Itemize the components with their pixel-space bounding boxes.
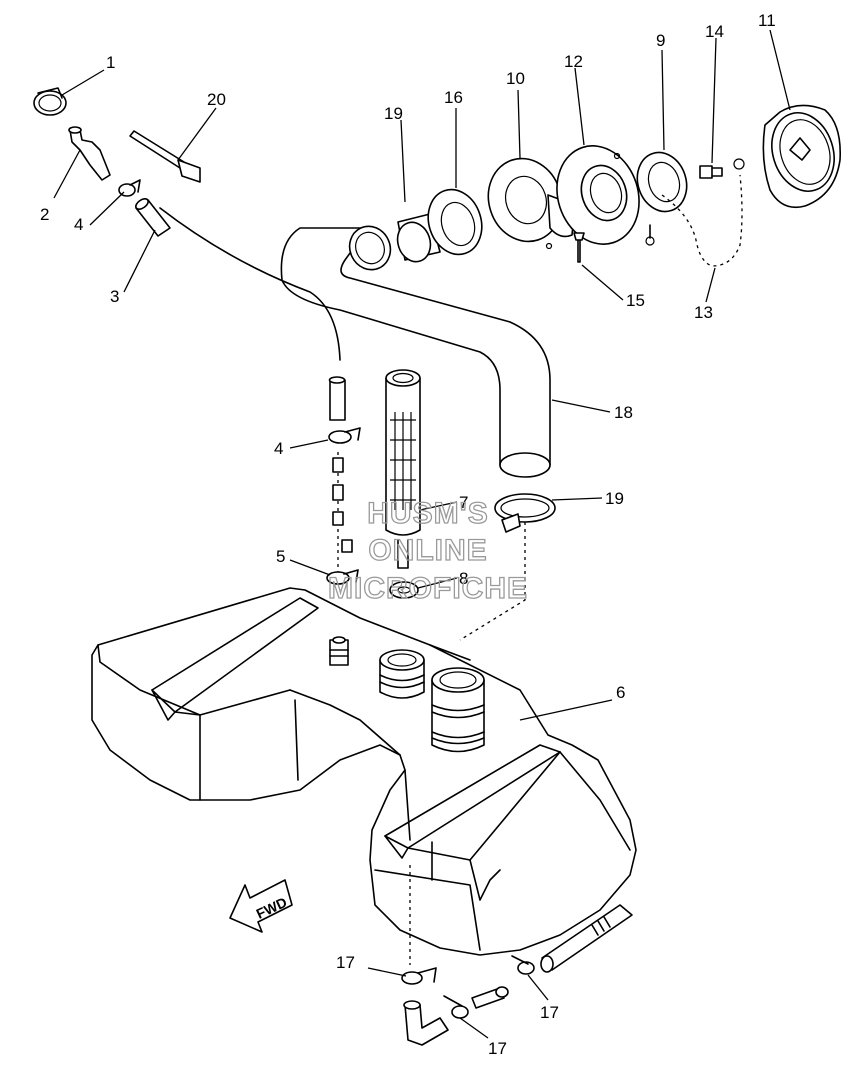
vent-hose [135, 198, 346, 421]
tank-filler-neck [431, 667, 485, 753]
collar [636, 151, 688, 246]
callout-20: 20 [207, 90, 226, 109]
callout-2: 2 [40, 205, 49, 224]
callout-15: 15 [626, 291, 645, 310]
rivet [573, 232, 585, 263]
watermark-line-2: ONLINE [368, 534, 487, 567]
callout-3: 3 [110, 287, 119, 306]
hose-clip-4-lower [328, 427, 361, 444]
callout-18: 18 [614, 403, 633, 422]
hose-clamp [348, 225, 392, 271]
tank-vent-fitting [329, 636, 349, 666]
callout-19-lower: 19 [605, 489, 624, 508]
vent-valve [68, 126, 111, 181]
callout-14: 14 [705, 22, 724, 41]
callout-8: 8 [459, 569, 468, 588]
fuel-cap [762, 104, 842, 209]
callout-17-right: 17 [540, 1003, 559, 1022]
watermark: HUSM'S ONLINE MICROFICHE [327, 496, 528, 605]
leader-lines [53, 29, 791, 1039]
callout-19-upper: 19 [384, 104, 403, 123]
check-valve-parts [332, 452, 353, 575]
tank-pickup-neck [379, 649, 425, 699]
watermark-line-3: MICROFICHE [328, 572, 528, 605]
drain-fitting [443, 955, 535, 1019]
drain-line [401, 841, 449, 1046]
callout-5: 5 [276, 547, 285, 566]
callout-10: 10 [506, 69, 525, 88]
clamp-1 [33, 87, 67, 116]
fuel-pickup-filter [385, 369, 421, 569]
callout-labels: 1 2 3 4 4 5 6 7 8 9 10 11 12 13 14 15 16… [40, 11, 776, 1058]
callout-9: 9 [656, 31, 665, 50]
hose-clamp-lower [459, 493, 556, 641]
tether-chain [661, 174, 743, 267]
callout-16: 16 [444, 88, 463, 107]
callout-12: 12 [564, 52, 583, 71]
callout-11: 11 [758, 11, 776, 30]
cable-tie [129, 130, 201, 183]
watermark-line-1: HUSM'S [367, 497, 488, 530]
callout-6: 6 [616, 683, 625, 702]
fuel-tank [91, 587, 637, 956]
fwd-arrow-icon: FWD [229, 879, 293, 933]
callout-1: 1 [106, 53, 115, 72]
grommet [389, 581, 419, 599]
screw [699, 158, 745, 179]
callout-4-upper: 4 [74, 215, 83, 234]
callout-7: 7 [459, 493, 468, 512]
callout-17-left: 17 [336, 953, 355, 972]
callout-17-bottom: 17 [488, 1039, 507, 1058]
sleeve [427, 188, 483, 256]
hose-clip-5 [326, 569, 359, 585]
callout-13: 13 [694, 303, 713, 322]
drain-hose [540, 904, 633, 973]
filler-flange [545, 145, 640, 250]
callout-4-lower: 4 [274, 439, 283, 458]
